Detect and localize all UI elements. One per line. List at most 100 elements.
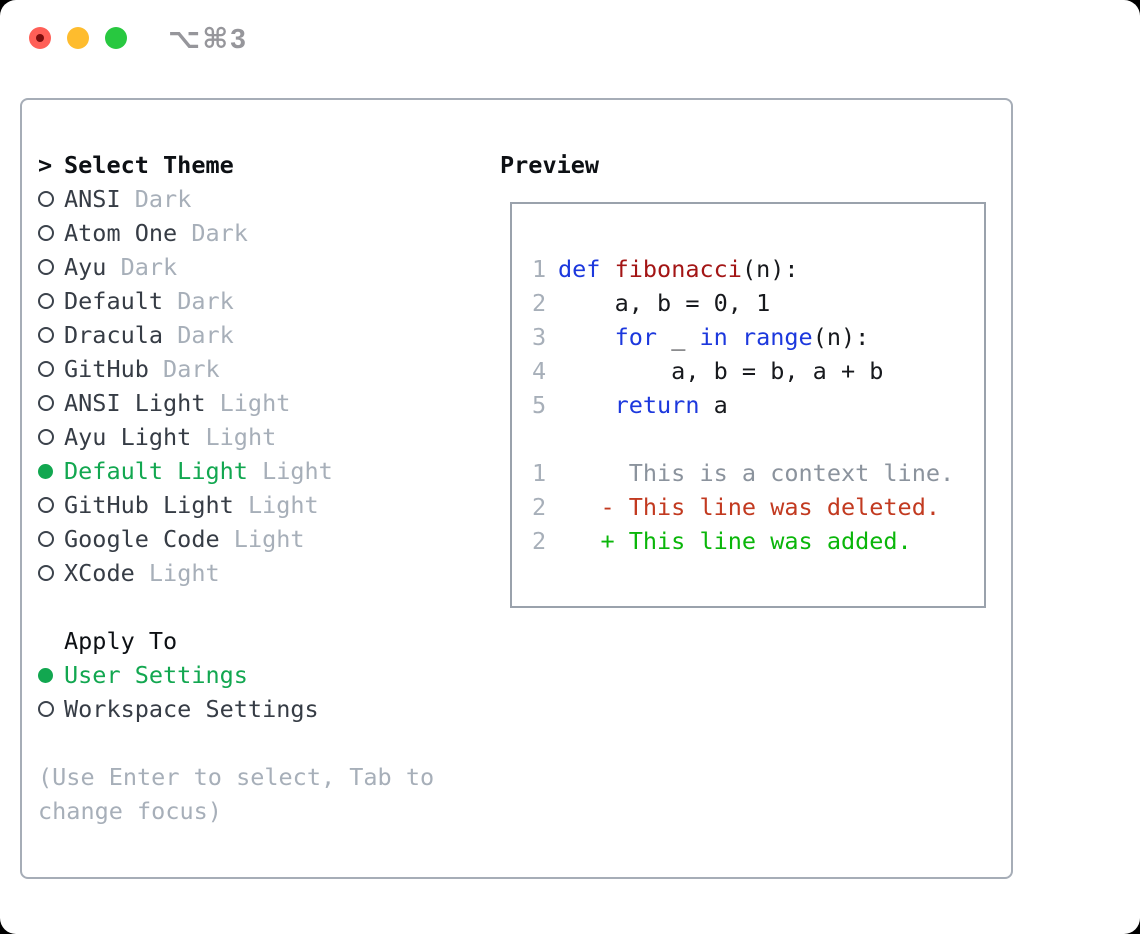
radio-icon-col <box>38 395 64 411</box>
radio-icon <box>38 395 54 411</box>
theme-option-label: GitHub <box>64 355 149 383</box>
theme-variant-tag: Dark <box>134 185 192 213</box>
close-button[interactable] <box>29 27 51 49</box>
code-line: 1 This is a context line. <box>532 456 954 490</box>
radio-icon <box>38 191 54 207</box>
theme-option-label: GitHub Light <box>64 491 234 519</box>
theme-option-ansi[interactable]: ANSI Dark <box>38 182 478 216</box>
theme-variant-tag: Light <box>219 389 291 417</box>
radio-icon <box>38 701 54 717</box>
radio-selected-icon <box>38 667 53 683</box>
theme-option-label: ANSI <box>64 185 121 213</box>
code-line: 3 for _ in range(n): <box>532 320 954 354</box>
theme-variant-tag: Light <box>233 525 305 553</box>
theme-option-ayu[interactable]: Ayu Dark <box>38 250 478 284</box>
code-text: a, b = b, a + b <box>558 357 884 385</box>
line-number: 2 <box>532 493 547 521</box>
radio-icon-col <box>38 701 64 717</box>
radio-icon-col <box>38 225 64 241</box>
line-number: 1 <box>532 459 547 487</box>
theme-option-ansi-light[interactable]: ANSI Light Light <box>38 386 478 420</box>
line-number: 5 <box>532 391 547 419</box>
apply-option-user-settings[interactable]: User Settings <box>38 658 478 692</box>
theme-option-github-light[interactable]: GitHub Light Light <box>38 488 478 522</box>
radio-icon-col <box>38 327 64 343</box>
radio-icon-col <box>38 531 64 547</box>
theme-option-github[interactable]: GitHub Dark <box>38 352 478 386</box>
theme-option-xcode[interactable]: XCode Light <box>38 556 478 590</box>
prompt-cursor-icon: > <box>38 151 53 179</box>
code-line: 2 a, b = 0, 1 <box>532 286 954 320</box>
theme-option-label: XCode <box>64 559 135 587</box>
radio-icon <box>38 259 54 275</box>
theme-variant-tag: Light <box>262 457 333 485</box>
radio-icon-col <box>38 293 64 309</box>
code-text: + This line was added. <box>558 527 912 555</box>
radio-icon <box>38 565 54 581</box>
window-title: ⌥⌘3 <box>168 23 248 54</box>
radio-icon <box>38 327 54 343</box>
code-text: This is a context line. <box>558 459 955 487</box>
theme-picker-header: >Select Theme <box>38 148 478 182</box>
theme-option-atom-one[interactable]: Atom One Dark <box>38 216 478 250</box>
line-number: 2 <box>532 527 547 555</box>
code-text: - This line was deleted. <box>558 493 941 521</box>
code-line: 5 return a <box>532 388 954 422</box>
theme-option-default-light[interactable]: Default Light Light <box>38 454 478 488</box>
theme-variant-tag: Dark <box>120 253 178 281</box>
apply-option-label: Workspace Settings <box>64 695 319 723</box>
theme-option-label: Atom One <box>64 219 178 247</box>
radio-icon <box>38 497 54 513</box>
radio-icon <box>38 225 54 241</box>
zoom-button[interactable] <box>105 27 127 49</box>
theme-variant-tag: Light <box>148 559 220 587</box>
prompt-icon-col: > <box>38 148 64 182</box>
line-number: 1 <box>532 255 547 283</box>
code-text: def fibonacci(n): <box>558 255 799 283</box>
theme-variant-tag: Dark <box>163 355 220 383</box>
theme-option-label: Default Light <box>64 457 248 485</box>
radio-icon-col <box>38 565 64 581</box>
help-text-line-2: change focus) <box>38 797 222 825</box>
radio-selected-icon <box>38 463 53 479</box>
theme-option-dracula[interactable]: Dracula Dark <box>38 318 478 352</box>
radio-icon <box>38 531 54 547</box>
code-text: for _ in range(n): <box>614 323 870 351</box>
apply-option-workspace-settings[interactable]: Workspace Settings <box>38 692 478 726</box>
theme-option-label: ANSI Light <box>64 389 206 417</box>
radio-icon-col <box>38 191 64 207</box>
theme-variant-tag: Dark <box>177 321 234 349</box>
apply-option-label: User Settings <box>64 661 248 689</box>
radio-icon-col <box>38 463 64 479</box>
line-number: 2 <box>532 289 547 317</box>
apply-to-title: Apply To <box>64 627 178 655</box>
radio-icon-col <box>38 429 64 445</box>
theme-variant-tag: Light <box>247 491 319 519</box>
code-line <box>532 422 954 456</box>
theme-option-label: Dracula <box>64 321 164 349</box>
radio-icon-col <box>38 361 64 377</box>
theme-option-label: Ayu <box>64 253 107 281</box>
theme-option-label: Ayu Light <box>64 423 192 451</box>
theme-variant-tag: Dark <box>191 219 248 247</box>
theme-option-label: Default <box>64 287 164 315</box>
radio-icon <box>38 293 54 309</box>
code-line: 1 def fibonacci(n): <box>532 252 954 286</box>
minimize-button[interactable] <box>67 27 89 49</box>
code-text: return a <box>614 391 728 419</box>
window-titlebar: ⌥⌘3 <box>0 0 1140 76</box>
apply-to-header: Apply To <box>38 624 478 658</box>
radio-icon <box>38 429 54 445</box>
section-spacer <box>38 590 478 624</box>
help-text-line-1: (Use Enter to select, Tab to <box>38 763 435 791</box>
code-line: 2 - This line was deleted. <box>532 490 954 524</box>
